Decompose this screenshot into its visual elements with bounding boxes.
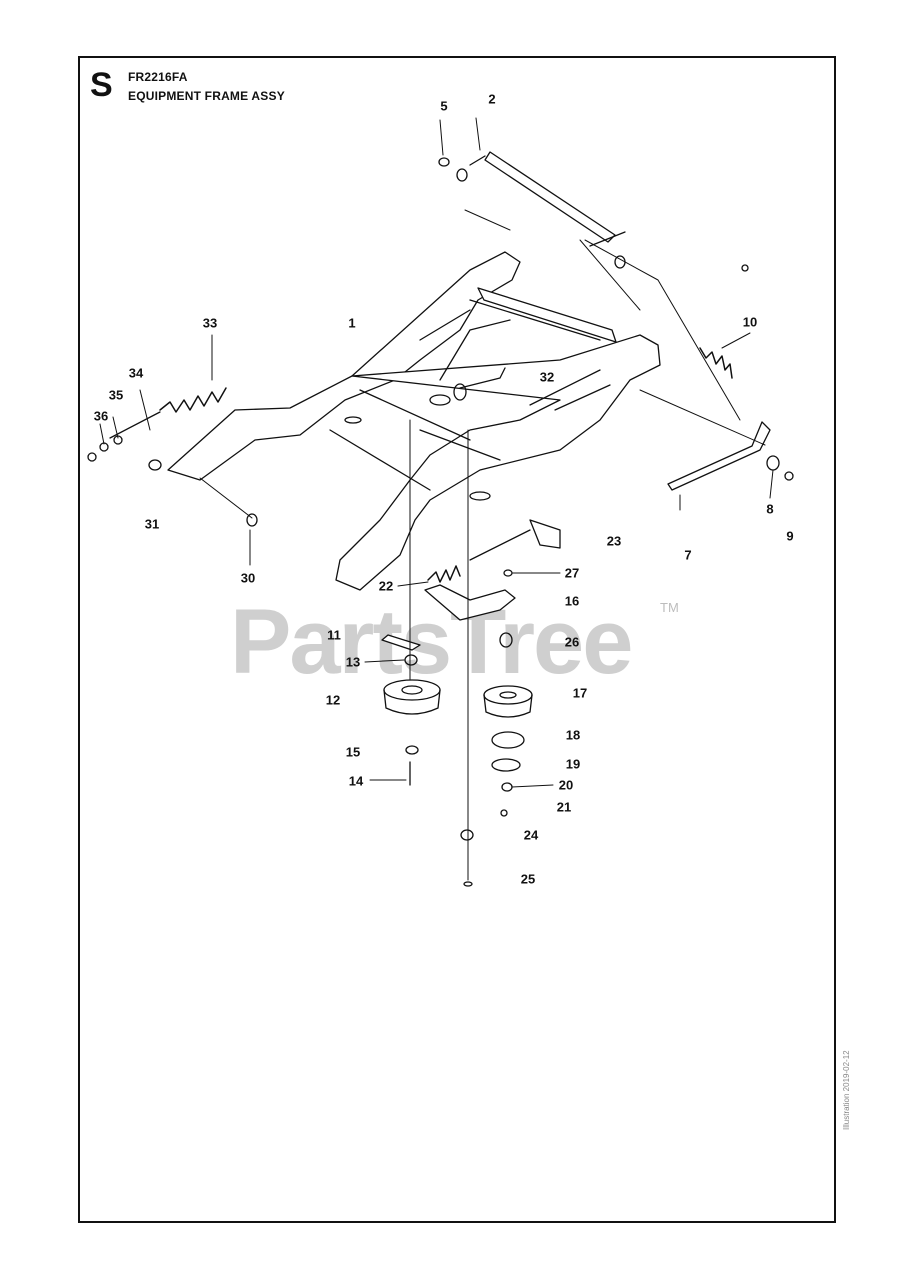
model-number: FR2216FA [128,70,188,84]
washer-part-8 [766,455,780,471]
callout-11[interactable]: 11 [327,627,341,643]
callout-23[interactable]: 23 [606,533,622,549]
callout-21[interactable]: 21 [556,799,572,815]
diagram-border [78,56,836,1223]
idler-pulley-part-12 [381,634,441,786]
section-letter: S [90,66,113,104]
callout-22[interactable]: 22 [378,578,394,594]
adjuster-arm-part [667,421,771,491]
callout-13[interactable]: 13 [345,654,361,670]
callout-16[interactable]: 16 [564,593,580,609]
document-code: Illustration 2019-02-12 [842,1050,851,1130]
nut-part-9 [784,471,794,481]
callout-24[interactable]: 24 [523,827,539,843]
callout-7[interactable]: 7 [684,547,692,563]
callout-18[interactable]: 18 [565,727,581,743]
callout-15[interactable]: 15 [345,744,361,760]
callout-14[interactable]: 14 [348,773,364,789]
callout-12[interactable]: 12 [325,692,341,708]
idler-arm-part-16 [424,519,561,621]
watermark-logo: PartsTree [230,591,633,693]
callout-20[interactable]: 20 [558,777,574,793]
pivot-bolt-part [409,419,474,887]
tension-spring-part [699,347,733,379]
callout-25[interactable]: 25 [520,871,536,887]
callout-19[interactable]: 19 [565,756,581,772]
leader-lines [99,117,774,788]
callout-2[interactable]: 2 [488,91,496,107]
idler-pulley-part-17 [483,632,533,817]
callout-1[interactable]: 1 [348,315,356,331]
callout-26[interactable]: 26 [564,634,580,650]
callout-10[interactable]: 10 [742,314,758,330]
callout-33[interactable]: 33 [202,315,218,331]
callout-34[interactable]: 34 [128,365,144,381]
callout-36[interactable]: 36 [93,408,109,424]
diagram-title: EQUIPMENT FRAME ASSY [128,89,285,103]
equipment-frame-part [167,251,749,591]
trademark-mark: TM [660,600,679,615]
callout-32[interactable]: 32 [539,369,555,385]
callout-30[interactable]: 30 [240,570,256,586]
callout-5[interactable]: 5 [440,98,448,114]
callout-8[interactable]: 8 [766,501,774,517]
lift-rod-part [438,151,626,269]
callout-27[interactable]: 27 [564,565,580,581]
callout-17[interactable]: 17 [572,685,588,701]
callout-31[interactable]: 31 [144,516,160,532]
callout-9[interactable]: 9 [786,528,794,544]
callout-35[interactable]: 35 [108,387,124,403]
